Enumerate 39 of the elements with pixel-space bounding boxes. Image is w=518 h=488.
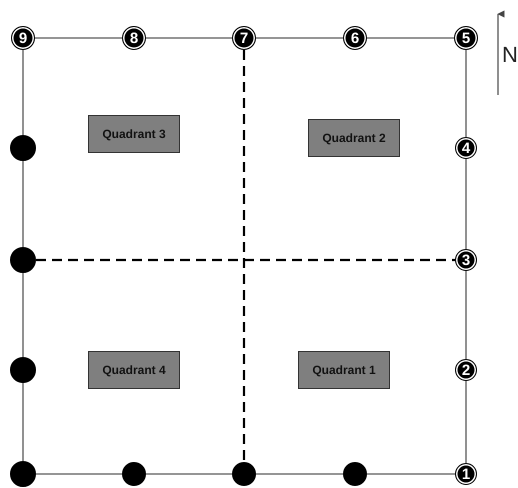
boundary-line xyxy=(22,50,24,135)
marker-dot xyxy=(10,135,36,161)
boundary-line xyxy=(367,473,455,475)
quadrant-label: Quadrant 1 xyxy=(298,351,390,389)
dashed-divider-line xyxy=(242,50,246,462)
marker-dot xyxy=(343,462,367,486)
quadrant-label: Quadrant 2 xyxy=(308,119,400,157)
boundary-line xyxy=(256,37,343,39)
numbered-marker: 4 xyxy=(455,137,477,159)
marker-dot xyxy=(10,357,36,383)
boundary-line xyxy=(465,381,467,463)
boundary-line xyxy=(146,473,232,475)
boundary-line xyxy=(465,50,467,137)
quadrant-label: Quadrant 4 xyxy=(88,351,180,389)
boundary-line xyxy=(22,383,24,461)
numbered-marker: 5 xyxy=(454,26,478,50)
marker-dot xyxy=(10,461,36,487)
boundary-line xyxy=(22,273,24,357)
dashed-divider-line xyxy=(36,258,455,262)
boundary-line xyxy=(35,37,122,39)
numbered-marker: 3 xyxy=(455,249,477,271)
numbered-marker: 1 xyxy=(455,463,477,485)
marker-dot xyxy=(122,462,146,486)
numbered-marker: 8 xyxy=(122,26,146,50)
numbered-marker: 6 xyxy=(343,26,367,50)
marker-dot xyxy=(10,247,36,273)
quadrant-label: Quadrant 3 xyxy=(88,115,180,153)
boundary-line xyxy=(256,473,343,475)
numbered-marker: 7 xyxy=(232,26,256,50)
boundary-line xyxy=(465,271,467,359)
boundary-line xyxy=(367,37,454,39)
boundary-line xyxy=(36,473,122,475)
boundary-line xyxy=(465,159,467,249)
boundary-line xyxy=(146,37,232,39)
numbered-marker: 2 xyxy=(455,359,477,381)
numbered-marker: 9 xyxy=(11,26,35,50)
north-label: N xyxy=(502,42,518,68)
boundary-line xyxy=(22,161,24,247)
marker-dot xyxy=(232,462,256,486)
